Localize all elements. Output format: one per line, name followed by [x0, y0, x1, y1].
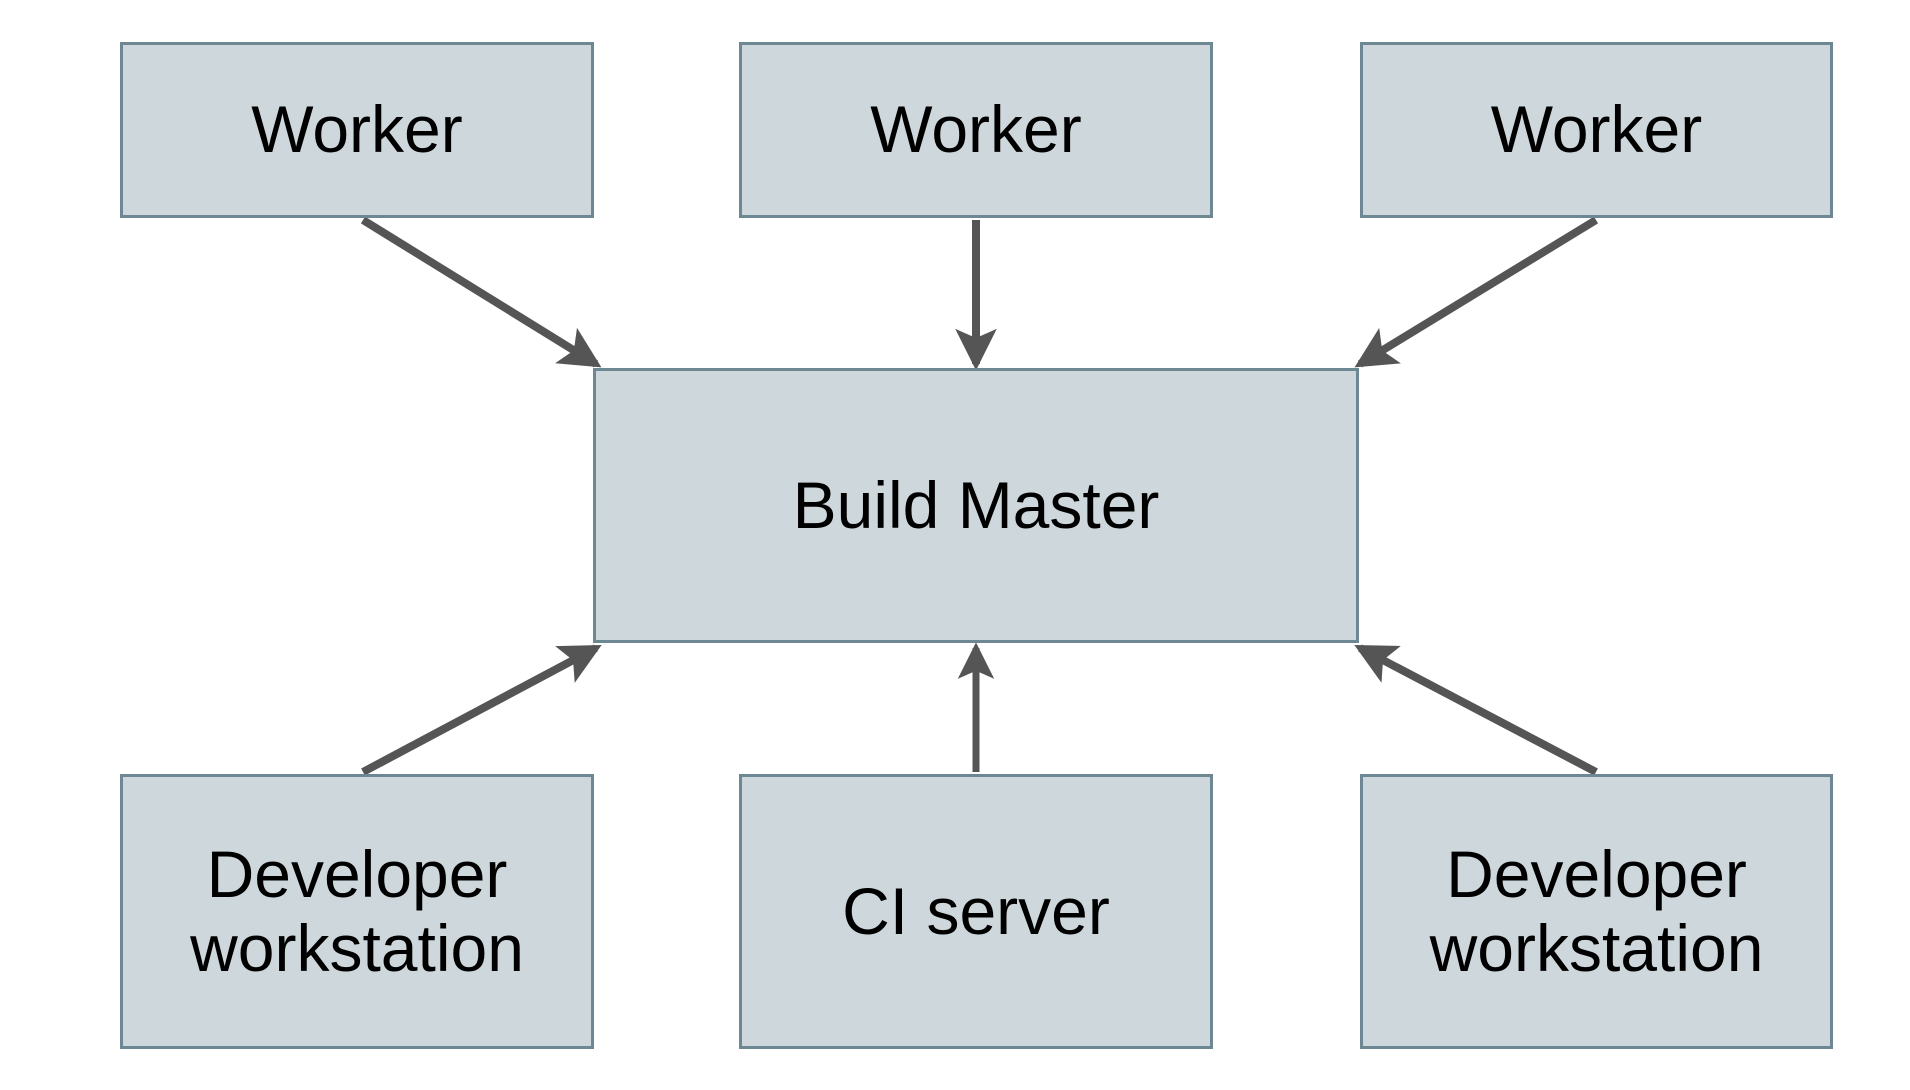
node-worker-3[interactable]: Worker — [1360, 42, 1833, 218]
edge-worker-1-to-build-master — [360, 216, 602, 368]
node-ci-server[interactable]: CI server — [739, 774, 1213, 1049]
node-worker-3-label: Worker — [1490, 92, 1703, 167]
node-ci-server-label: CI server — [842, 873, 1110, 948]
node-developer-workstation-left[interactable]: Developer workstation — [120, 774, 594, 1049]
edge-dev-ws-1-to-build-master — [361, 644, 602, 776]
node-build-master-label: Build Master — [792, 467, 1160, 542]
edge-dev-ws-2-to-build-master — [1354, 644, 1598, 776]
node-build-master[interactable]: Build Master — [593, 368, 1359, 643]
node-developer-workstation-right-label: Developer workstation — [1429, 836, 1764, 985]
node-developer-workstation-right[interactable]: Developer workstation — [1360, 774, 1833, 1049]
edge-worker-3-to-build-master — [1354, 216, 1599, 368]
node-developer-workstation-left-label: Developer workstation — [190, 836, 524, 985]
node-worker-2[interactable]: Worker — [739, 42, 1213, 218]
node-worker-2-label: Worker — [870, 92, 1082, 167]
node-worker-1[interactable]: Worker — [120, 42, 594, 218]
node-worker-1-label: Worker — [251, 92, 463, 167]
